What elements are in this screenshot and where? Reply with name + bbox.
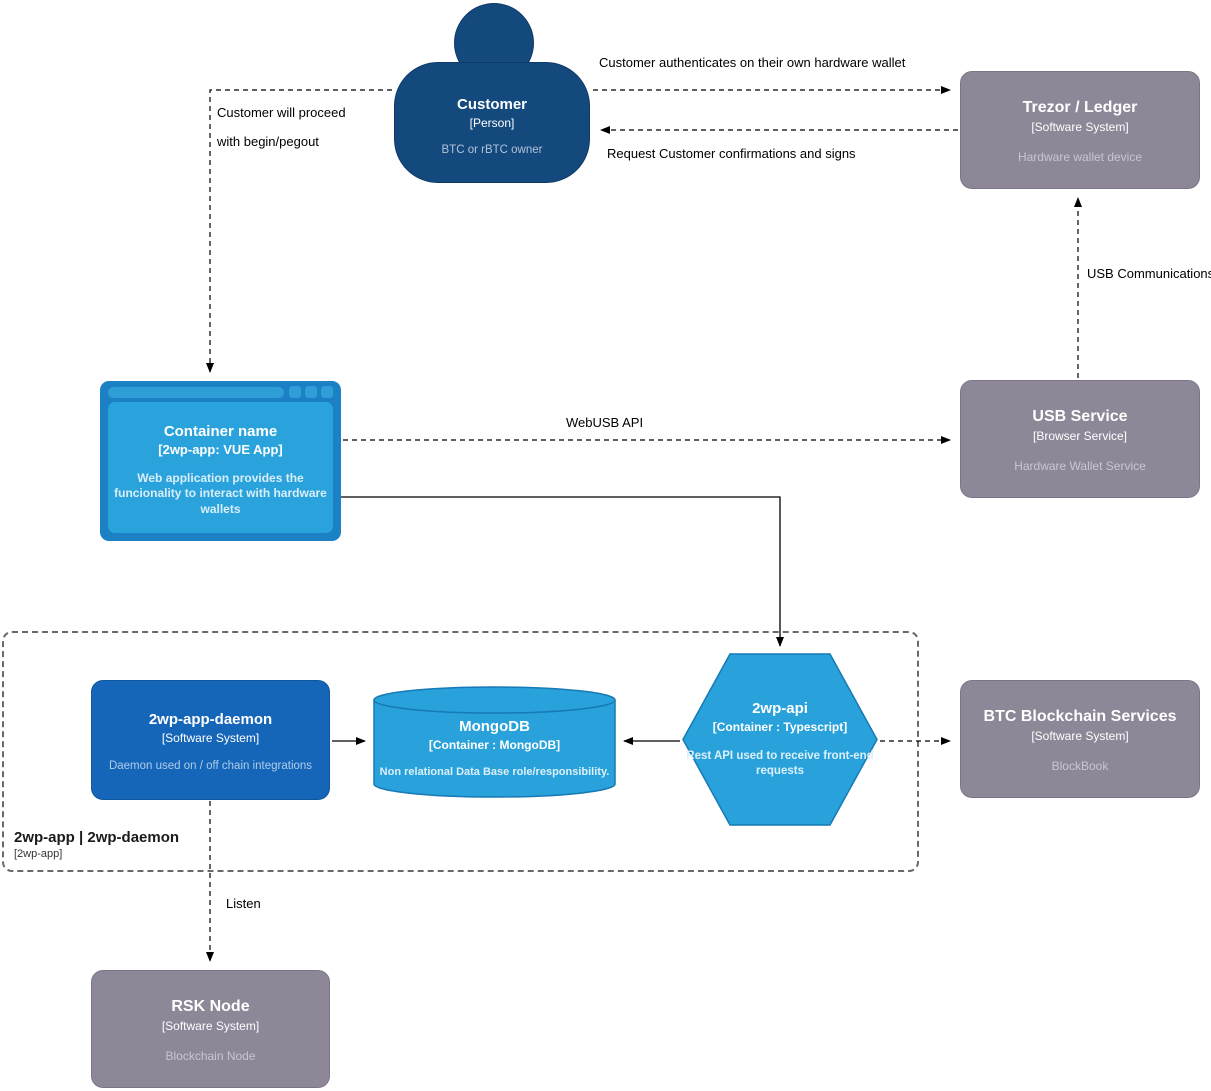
edge-label-confirmations: Request Customer confirmations and signs xyxy=(607,146,856,161)
customer-title: Customer xyxy=(456,96,527,113)
node-customer: Customer [Person] BTC or rBTC owner xyxy=(394,62,590,183)
browser-button-icon xyxy=(305,386,317,398)
api-description: Rest API used to receive front-end reque… xyxy=(686,749,874,777)
rsk-description: Blockchain Node xyxy=(165,1048,256,1063)
api-hexagon-shape xyxy=(682,653,878,826)
trezor-subtitle: [Software System] xyxy=(1031,120,1129,135)
mongodb-subtitle: [Container : MongoDB] xyxy=(428,738,561,753)
customer-description: BTC or rBTC owner xyxy=(441,143,543,156)
usb-service-description: Hardware Wallet Service xyxy=(1014,458,1146,473)
api-subtitle: [Container : Typescript] xyxy=(712,720,848,735)
edge-label-proceed: Customer will proceed with begin/pegout xyxy=(217,105,346,149)
browser-chrome-bar xyxy=(100,381,341,402)
mongodb-title: MongoDB xyxy=(459,718,530,735)
trezor-description: Hardware wallet device xyxy=(1017,149,1143,164)
node-container-vue-app: Container name [2wp-app: VUE App] Web ap… xyxy=(100,381,341,541)
edge-label-webusb-api: WebUSB API xyxy=(566,415,644,430)
container-description: Web application provides the funcionalit… xyxy=(114,470,327,517)
edge-label-authenticates: Customer authenticates on their own hard… xyxy=(599,55,906,70)
usb-service-subtitle: [Browser Service] xyxy=(1032,429,1128,444)
usb-service-title: USB Service xyxy=(1032,408,1128,425)
customer-subtitle: [Person] xyxy=(469,116,515,131)
browser-address-bar xyxy=(108,387,284,398)
container-subtitle: [2wp-app: VUE App] xyxy=(158,442,283,458)
api-text: 2wp-api [Container : Typescript] Rest AP… xyxy=(682,700,878,779)
edge-container-to-api xyxy=(341,496,784,647)
node-2wp-app-daemon: 2wp-app-daemon [Software System] Daemon … xyxy=(91,680,330,800)
group-label: 2wp-app | 2wp-daemon [2wp-app] xyxy=(14,829,179,860)
mongodb-description: Non relational Data Base role/responsibi… xyxy=(379,765,610,778)
btc-subtitle: [Software System] xyxy=(1031,729,1129,744)
btc-description: BlockBook xyxy=(1051,758,1109,773)
node-2wp-api: 2wp-api [Container : Typescript] Rest AP… xyxy=(682,653,878,826)
btc-title: BTC Blockchain Services xyxy=(983,708,1177,725)
container-text-panel: Container name [2wp-app: VUE App] Web ap… xyxy=(108,402,333,533)
node-btc-blockchain-services: BTC Blockchain Services [Software System… xyxy=(960,680,1200,798)
group-title: 2wp-app | 2wp-daemon xyxy=(14,829,180,846)
mongodb-cylinder-shape xyxy=(373,686,616,798)
group-boundary-2wp-app: 2wp-app | 2wp-daemon [2wp-app] xyxy=(2,631,919,872)
edge-label-usb-communications: USB Communications xyxy=(1087,266,1211,281)
node-mongodb: MongoDB [Container : MongoDB] Non relati… xyxy=(373,686,616,798)
mongodb-text: MongoDB [Container : MongoDB] Non relati… xyxy=(373,718,616,779)
edge-label-proceed-line2: with begin/pegout xyxy=(217,134,319,149)
node-usb-service: USB Service [Browser Service] Hardware W… xyxy=(960,380,1200,498)
edge-customer-to-container xyxy=(206,89,392,373)
group-subtitle: [2wp-app] xyxy=(14,848,63,860)
edge-label-listen: Listen xyxy=(226,896,261,911)
browser-button-icon xyxy=(289,386,301,398)
api-title: 2wp-api xyxy=(752,700,808,717)
container-title: Container name xyxy=(163,423,278,440)
node-rsk-node: RSK Node [Software System] Blockchain No… xyxy=(91,970,330,1088)
rsk-title: RSK Node xyxy=(171,998,250,1015)
edge-label-proceed-line1: Customer will proceed xyxy=(217,105,346,120)
daemon-description: Daemon used on / off chain integrations xyxy=(108,759,313,772)
daemon-subtitle: [Software System] xyxy=(161,731,260,746)
browser-button-icon xyxy=(321,386,333,398)
rsk-subtitle: [Software System] xyxy=(161,1019,260,1034)
node-trezor-ledger: Trezor / Ledger [Software System] Hardwa… xyxy=(960,71,1200,189)
trezor-title: Trezor / Ledger xyxy=(1022,99,1138,116)
daemon-title: 2wp-app-daemon xyxy=(148,711,273,728)
